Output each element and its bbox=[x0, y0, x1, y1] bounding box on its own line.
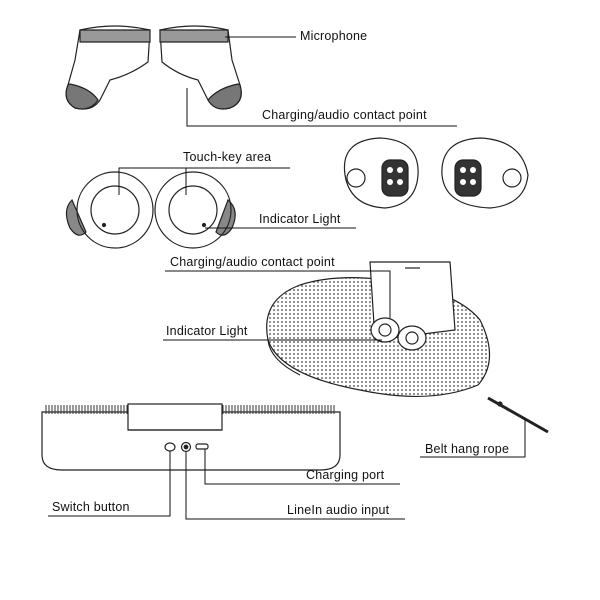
earbud-side-right bbox=[159, 25, 242, 110]
label-case-contact-point: Charging/audio contact point bbox=[170, 255, 335, 269]
label-linein-audio-input: LineIn audio input bbox=[287, 503, 390, 517]
belt-rope bbox=[487, 396, 549, 434]
label-microphone: Microphone bbox=[300, 29, 368, 43]
label-case-indicator-light: Indicator Light bbox=[166, 324, 248, 338]
label-switch-button: Switch button bbox=[52, 500, 130, 514]
earbud-front-left bbox=[65, 171, 154, 249]
leader-lines bbox=[48, 36, 526, 520]
label-touch-key-area: Touch-key area bbox=[183, 150, 272, 164]
label-belt-hang-rope: Belt hang rope bbox=[425, 442, 510, 456]
earbud-back-right bbox=[441, 137, 529, 209]
label-charging-port: Charging port bbox=[306, 468, 385, 482]
label-earbud-indicator-light: Indicator Light bbox=[259, 212, 341, 226]
earbud-front-right bbox=[154, 171, 236, 249]
speaker-case-top bbox=[266, 261, 491, 398]
speaker-case-side bbox=[41, 403, 341, 471]
earbud-back-left bbox=[343, 137, 419, 209]
earbud-side-left bbox=[65, 25, 151, 110]
label-earbud-contact-point: Charging/audio contact point bbox=[262, 108, 427, 122]
